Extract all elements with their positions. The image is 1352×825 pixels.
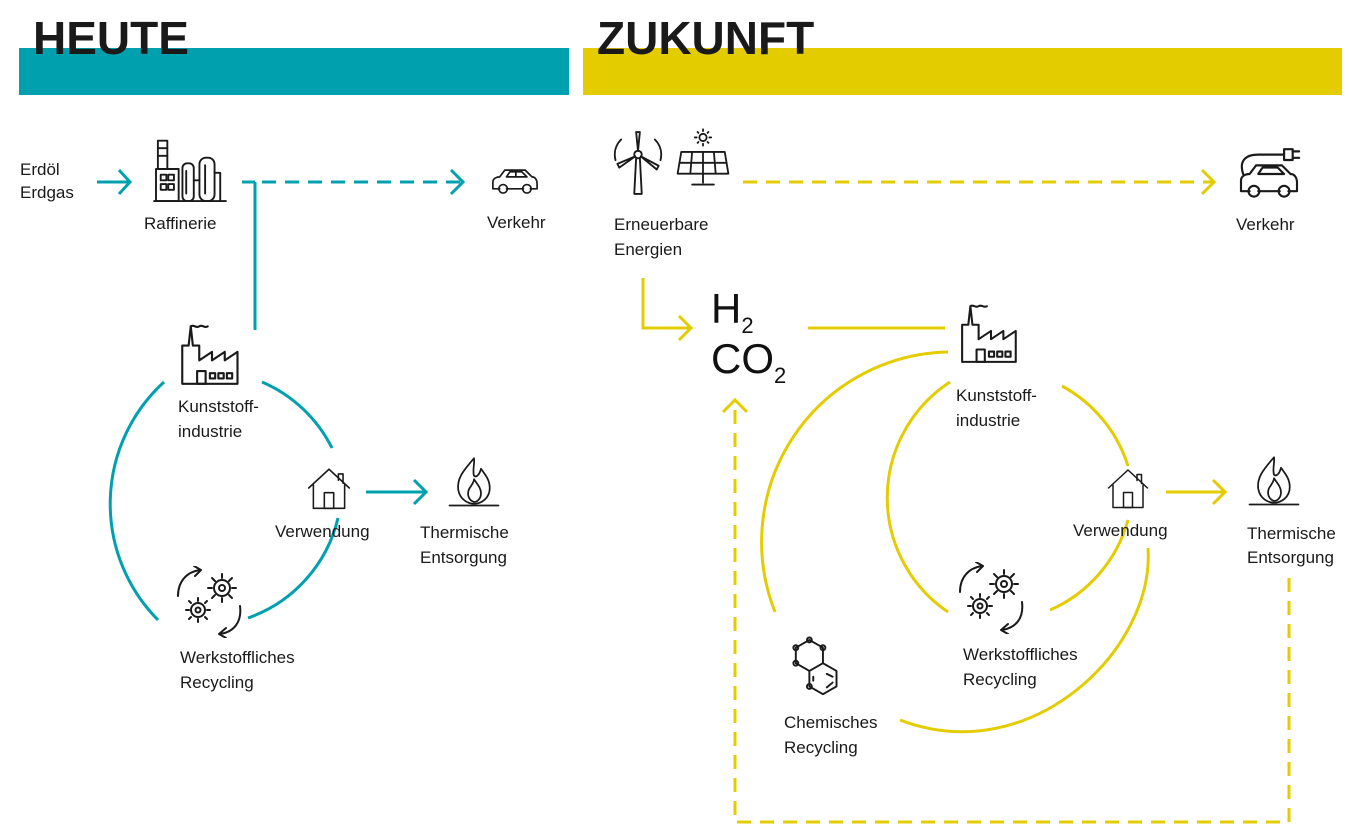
heute-arc-top-left (108, 380, 166, 622)
flame-icon (448, 457, 500, 507)
molecule-icon (792, 636, 838, 696)
erneuerbare-label-1: Erneuerbare (614, 215, 709, 234)
chemisches-label-2: Recycling (784, 738, 858, 757)
heute-werkstoff-label-2: Recycling (180, 673, 254, 692)
heute-kunststoff-label-1: Kunststoff- (178, 397, 259, 416)
heute-verkehr-label: Verkehr (487, 213, 546, 232)
factory-icon (181, 324, 239, 385)
zukunft-arrow-energy-to-h2 (641, 278, 694, 342)
zukunft-section: ZUKUNFT H2 CO2 Erneuerbare Ener (583, 12, 1342, 824)
zukunft-arrowhead-co2 (721, 397, 749, 414)
recycling-gears-icon (177, 566, 242, 638)
raffinerie-label: Raffinerie (144, 214, 216, 233)
heute-arrow-to-thermisch (366, 478, 429, 506)
recycling-gears-icon (959, 562, 1024, 634)
refinery-icon (153, 139, 227, 203)
zukunft-arrow-to-thermisch (1166, 478, 1228, 506)
zukunft-dashed-return (733, 402, 1291, 824)
zukunft-kunststoff-label-2: industrie (956, 411, 1020, 430)
heute-connections (97, 168, 466, 622)
zukunft-banner (583, 48, 1342, 95)
zukunft-connections (641, 168, 1291, 824)
heute-banner (19, 48, 569, 95)
zukunft-werkstoff-label-2: Recycling (963, 670, 1037, 689)
erneuerbare-label-2: Energien (614, 240, 682, 259)
heute-kunststoff-label-2: industrie (178, 422, 242, 441)
zukunft-thermische-label-2: Entsorgung (1247, 548, 1334, 567)
co2-formula: CO2 (711, 335, 786, 388)
wind-turbine-icon (613, 131, 663, 195)
heute-thermische-label-1: Thermische (420, 523, 509, 542)
zukunft-arc-chem-outer (760, 350, 949, 613)
zukunft-verwendung-label: Verwendung (1073, 521, 1168, 540)
electric-car-icon (1239, 148, 1301, 198)
heute-thermische-label-2: Entsorgung (420, 548, 507, 567)
zukunft-arc-inner-right (1061, 384, 1130, 467)
factory-icon (960, 304, 1017, 364)
car-icon (491, 169, 539, 195)
solar-panel-icon (676, 128, 730, 186)
zukunft-arc-inner-bottom (1049, 519, 1130, 612)
heute-section: HEUTE Erdöl Erdgas Raffinerie Verkehr Ku… (19, 12, 569, 692)
heute-arc-top-right (261, 380, 334, 449)
heute-arc-bottom-right (247, 517, 340, 620)
house-icon (307, 468, 351, 510)
zukunft-verkehr-label: Verkehr (1236, 215, 1295, 234)
erdoel-label: Erdöl (20, 160, 60, 179)
erdgas-label: Erdgas (20, 183, 74, 202)
zukunft-arc-chem-bottom (899, 547, 1150, 734)
zukunft-arrowhead-verkehr (1200, 168, 1217, 196)
heute-werkstoff-label-1: Werkstoffliches (180, 648, 295, 667)
chemisches-label-1: Chemisches (784, 713, 878, 732)
heute-verwendung-label: Verwendung (275, 522, 370, 541)
flame-icon (1248, 456, 1300, 506)
heute-arrow-oil-to-refinery (97, 168, 133, 196)
heute-arrowhead-verkehr (449, 168, 466, 196)
house-icon (1107, 469, 1149, 509)
zukunft-kunststoff-label-1: Kunststoff- (956, 386, 1037, 405)
zukunft-thermische-label-1: Thermische (1247, 524, 1336, 543)
zukunft-werkstoff-label-1: Werkstoffliches (963, 645, 1078, 664)
zukunft-arc-inner-left (885, 380, 951, 614)
h2-formula: H2 (711, 285, 754, 338)
heute-title: HEUTE (33, 12, 189, 64)
zukunft-title: ZUKUNFT (597, 12, 814, 64)
